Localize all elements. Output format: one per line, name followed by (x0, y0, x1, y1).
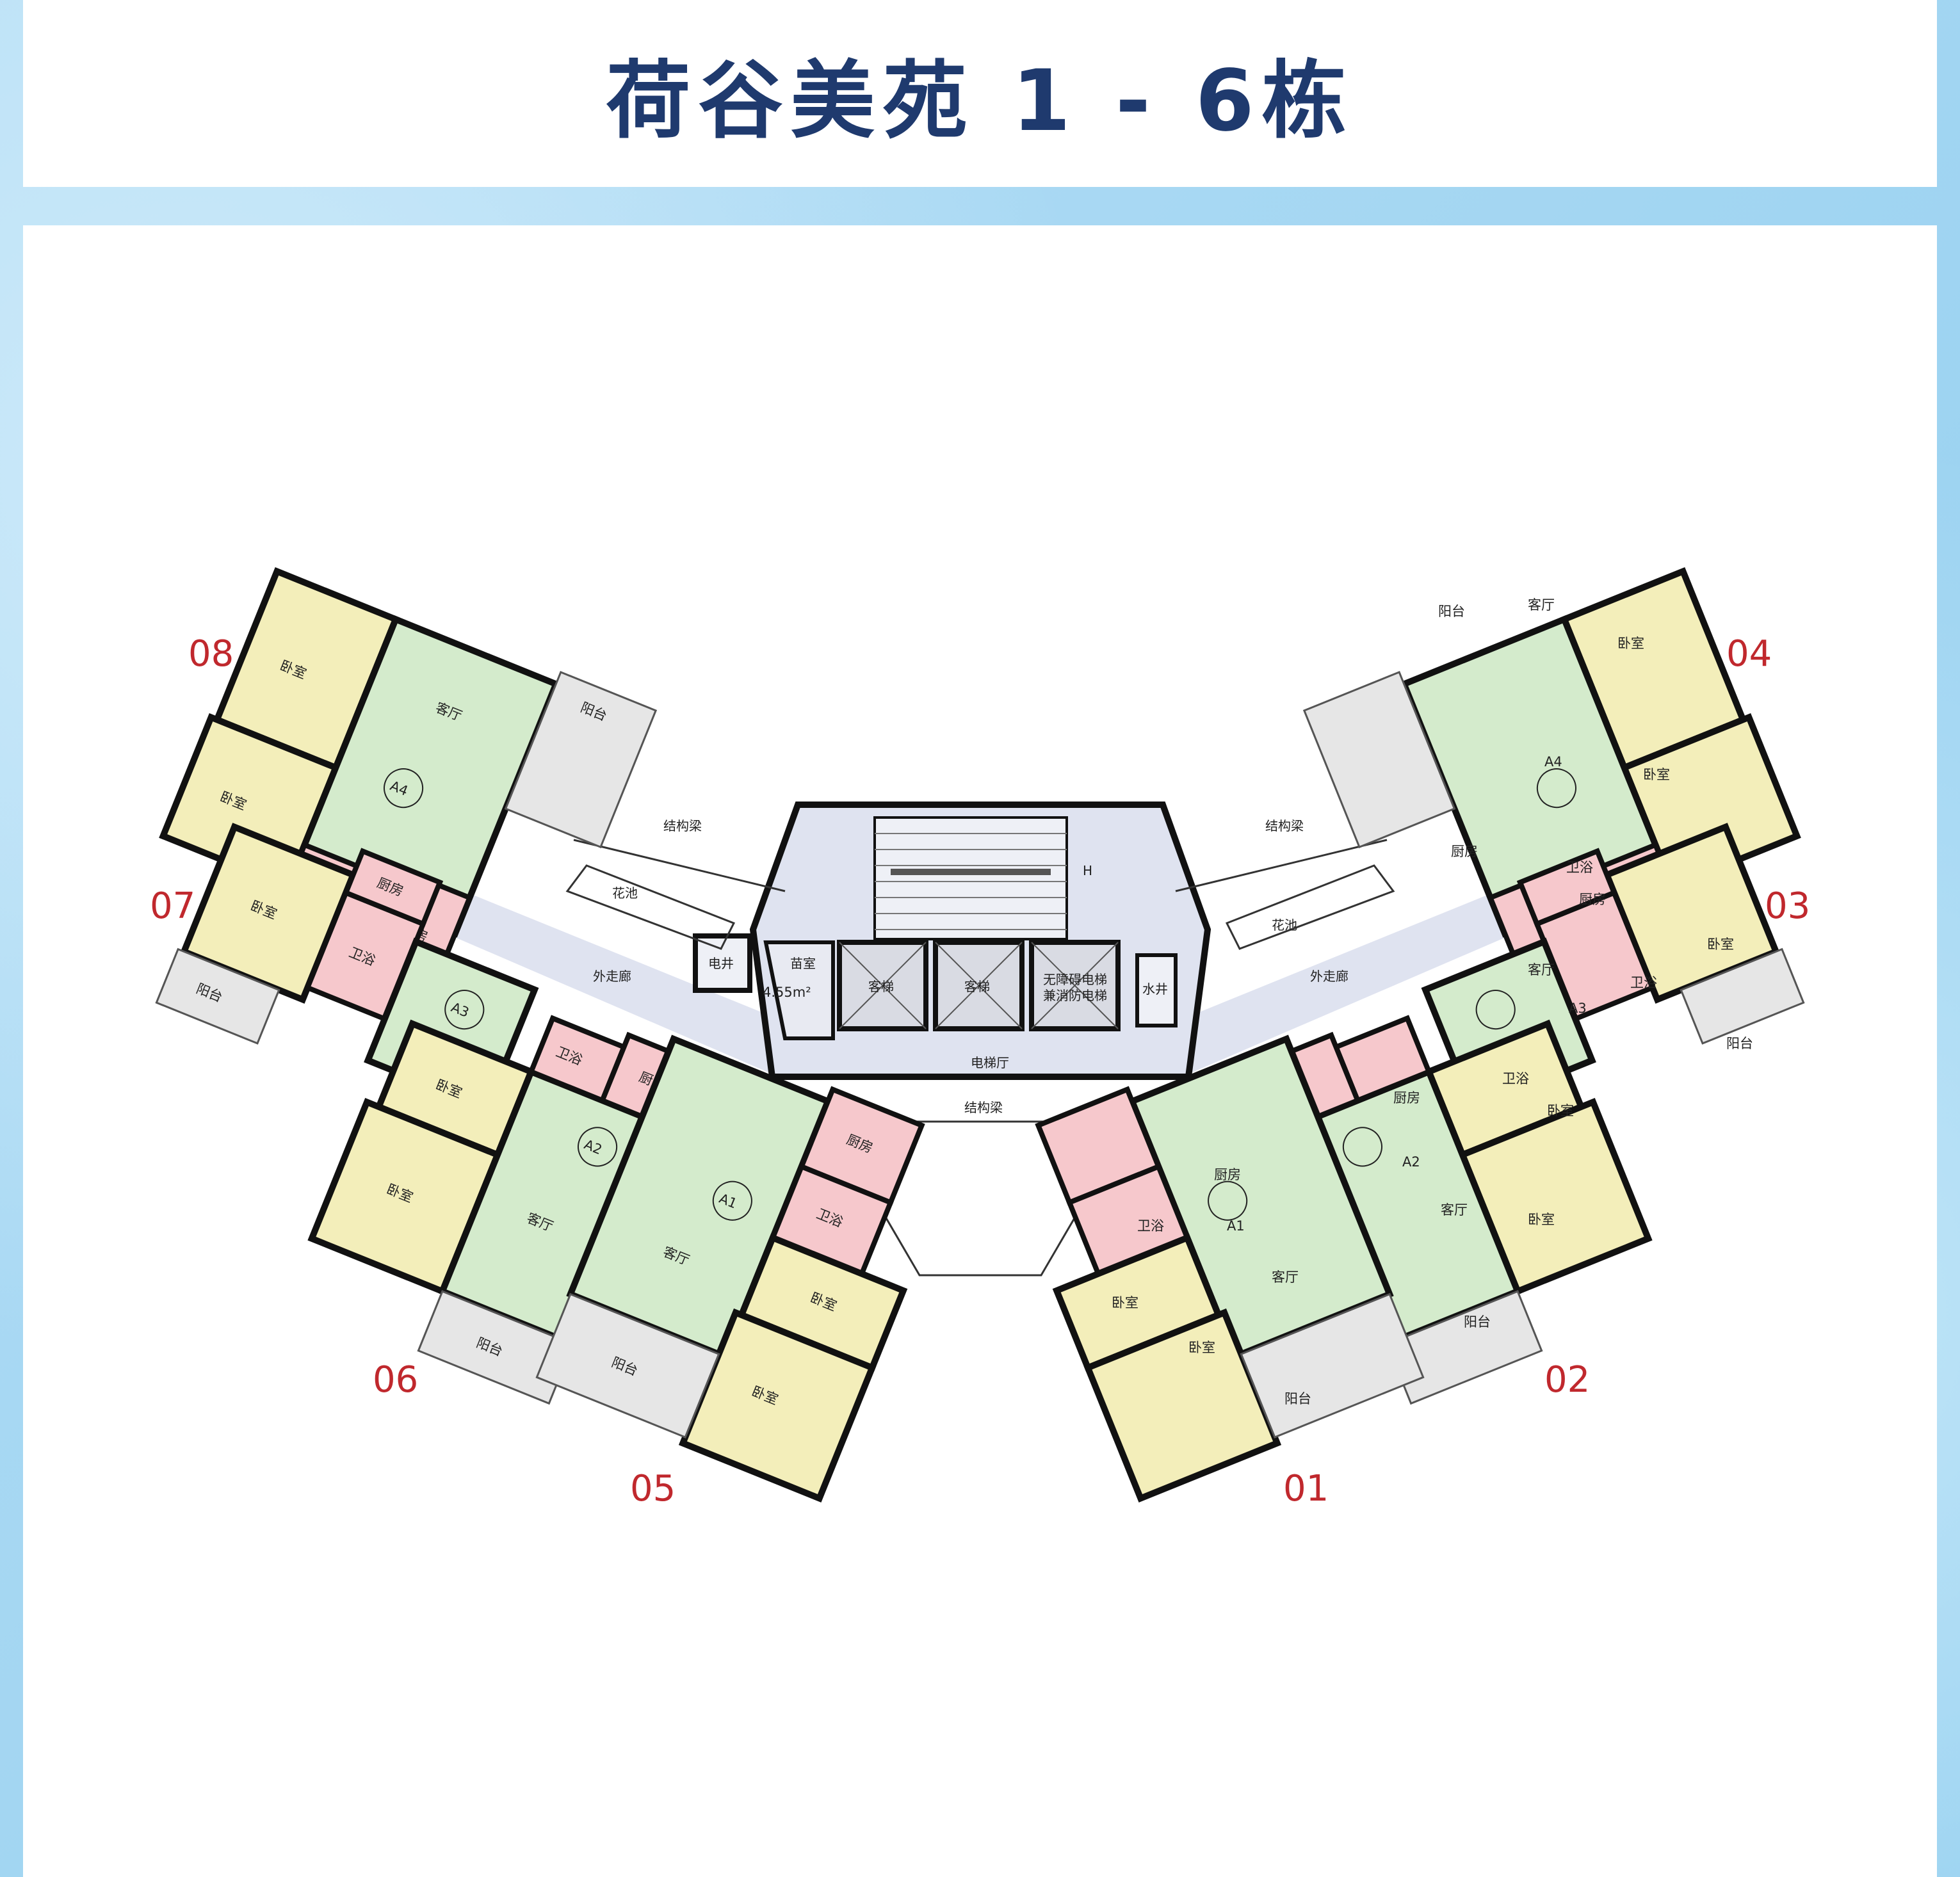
unit-07-balcony (155, 947, 280, 1045)
stair (873, 816, 1068, 940)
water-shaft (1135, 953, 1178, 1027)
corridor-label-right: 外走廊 (1310, 969, 1349, 984)
floor-plan-panel: H 客梯 客梯 无障碍电梯 兼消防电梯 苗室 4.55m² 电井 水井 电梯厅 … (23, 225, 1937, 1877)
unit-03-living-label: 客厅 (1528, 962, 1555, 978)
unit-04-balcony-label: 阳台 (1438, 604, 1465, 619)
h-mark: H (1083, 863, 1092, 878)
unit-05-balcony (535, 1293, 720, 1438)
unit-02-living-label: 客厅 (1441, 1202, 1468, 1218)
unit-08-type-badge (384, 768, 424, 809)
unit-02-type-badge (1342, 1127, 1382, 1167)
beam-left (573, 839, 786, 892)
unit-05-type-badge (712, 1180, 752, 1221)
beam-label-right: 结构梁 (1265, 818, 1304, 834)
elevators (837, 940, 1121, 1031)
unit-03-bathroom-label: 卫浴 (1630, 975, 1657, 990)
unit-04-type-badge (1536, 768, 1576, 809)
unit-04-living-label: 客厅 (1528, 597, 1555, 613)
elevator-label-1: 客梯 (868, 979, 894, 994)
unit-number-03: 03 (1765, 885, 1810, 927)
seedling-room-area: 4.55m² (763, 985, 811, 1000)
elevator-label-2: 客梯 (964, 979, 990, 994)
right-wing (1035, 567, 1805, 1502)
unit-02-balcony-label: 阳台 (1464, 1314, 1491, 1330)
unit-08-balcony (504, 671, 658, 849)
planter-label-left: 花池 (612, 885, 638, 901)
planter-label-right: 花池 (1272, 917, 1297, 933)
unit-02-kitchen-label: 厨房 (1393, 1090, 1420, 1106)
unit-01-bathroom-label: 卫浴 (1137, 1218, 1164, 1234)
unit-02-bedroom-1-label: 卧室 (1547, 1103, 1574, 1118)
beam-label-bottom: 结构梁 (964, 1100, 1003, 1115)
unit-number-02: 02 (1544, 1359, 1590, 1401)
unit-03-type-badge (1475, 990, 1516, 1030)
unit-06-type-badge (578, 1127, 618, 1167)
unit-02-type: A2 (1402, 1154, 1420, 1170)
unit-03-type: A3 (1569, 1001, 1587, 1016)
unit-04-kitchen-label: 厨房 (1451, 844, 1478, 859)
fire-elevator-label-1: 无障碍电梯 (1043, 972, 1107, 987)
elevator-hall-label: 电梯厅 (971, 1055, 1009, 1070)
unit-03-balcony-label: 阳台 (1726, 1036, 1753, 1051)
right-wing-labels: 卧室 卧室 客厅 卫浴 厨房 阳台 A4 卧室 卫浴 厨房 客厅 阳台 A3 卧… (1112, 597, 1753, 1406)
unit-01-living-label: 客厅 (1272, 1269, 1299, 1285)
unit-04-bathroom-label: 卫浴 (1566, 860, 1593, 875)
unit-01-bedroom-2-label: 卧室 (1188, 1340, 1215, 1355)
unit-02-bedroom-2-label: 卧室 (1528, 1212, 1555, 1227)
unit-04-type: A4 (1544, 754, 1562, 769)
stair-landing-mark (891, 869, 1051, 875)
unit-07: 卧室 卫浴 厨房 客厅 阳台 A3 (155, 823, 539, 1113)
unit-03-kitchen-label: 厨房 (1579, 892, 1606, 907)
unit-number-08: 08 (188, 633, 234, 675)
unit-number-07: 07 (150, 885, 195, 927)
unit-numbers: 08 07 06 05 01 02 03 04 (150, 633, 1810, 1510)
unit-04-balcony (1302, 671, 1456, 849)
unit-01-kitchen-label: 厨房 (1214, 1167, 1241, 1182)
unit-01 (1035, 1035, 1425, 1502)
unit-03-balcony (1680, 947, 1805, 1045)
unit-07-type-badge (444, 990, 485, 1030)
electric-shaft-label: 电井 (708, 956, 734, 971)
unit-01-bedroom-1-label: 卧室 (1112, 1295, 1138, 1310)
left-corridor (401, 866, 779, 1077)
unit-04-bedroom-2-label: 卧室 (1643, 767, 1670, 782)
page-title: 荷谷美苑 1 - 6栋 (606, 51, 1354, 150)
unit-01-type: A1 (1227, 1218, 1245, 1234)
unit-02-bathroom-label: 卫浴 (1502, 1071, 1529, 1086)
unit-03-bedroom-label: 卧室 (1707, 937, 1734, 952)
planter-left (565, 864, 736, 950)
unit-05: 客厅 厨房 卫浴 卧室 卧室 阳台 A1 (535, 1035, 925, 1502)
right-corridor (1182, 866, 1560, 1077)
unit-01-type-badge (1208, 1180, 1248, 1221)
core-area: H 客梯 客梯 无障碍电梯 兼消防电梯 苗室 4.55m² 电井 水井 电梯厅 … (401, 802, 1560, 1277)
unit-01-balcony (1240, 1293, 1425, 1438)
unit-number-06: 06 (373, 1359, 418, 1401)
unit-number-01: 01 (1283, 1468, 1329, 1510)
seedling-room-label: 苗室 (790, 956, 816, 971)
corridor-label-left: 外走廊 (593, 969, 631, 984)
unit-04-bedroom-1-label: 卧室 (1617, 636, 1644, 651)
unit-01-balcony-label: 阳台 (1284, 1391, 1311, 1406)
seedling-room (763, 940, 835, 1040)
stair-treads (875, 833, 1067, 930)
unit-number-04: 04 (1726, 633, 1772, 675)
fire-elevator-label-2: 兼消防电梯 (1043, 988, 1107, 1003)
floor-plan: H 客梯 客梯 无障碍电梯 兼消防电梯 苗室 4.55m² 电井 水井 电梯厅 … (150, 567, 1810, 1510)
planter-right (1225, 864, 1395, 950)
unit-07-kitchen (343, 848, 444, 928)
unit-03-kitchen (1516, 848, 1617, 928)
title-panel: 荷谷美苑 1 - 6栋 (23, 0, 1937, 187)
unit-number-05: 05 (630, 1468, 676, 1510)
water-shaft-label: 水井 (1142, 981, 1168, 997)
beam-right (1175, 839, 1388, 892)
beam-label-left: 结构梁 (663, 818, 702, 834)
